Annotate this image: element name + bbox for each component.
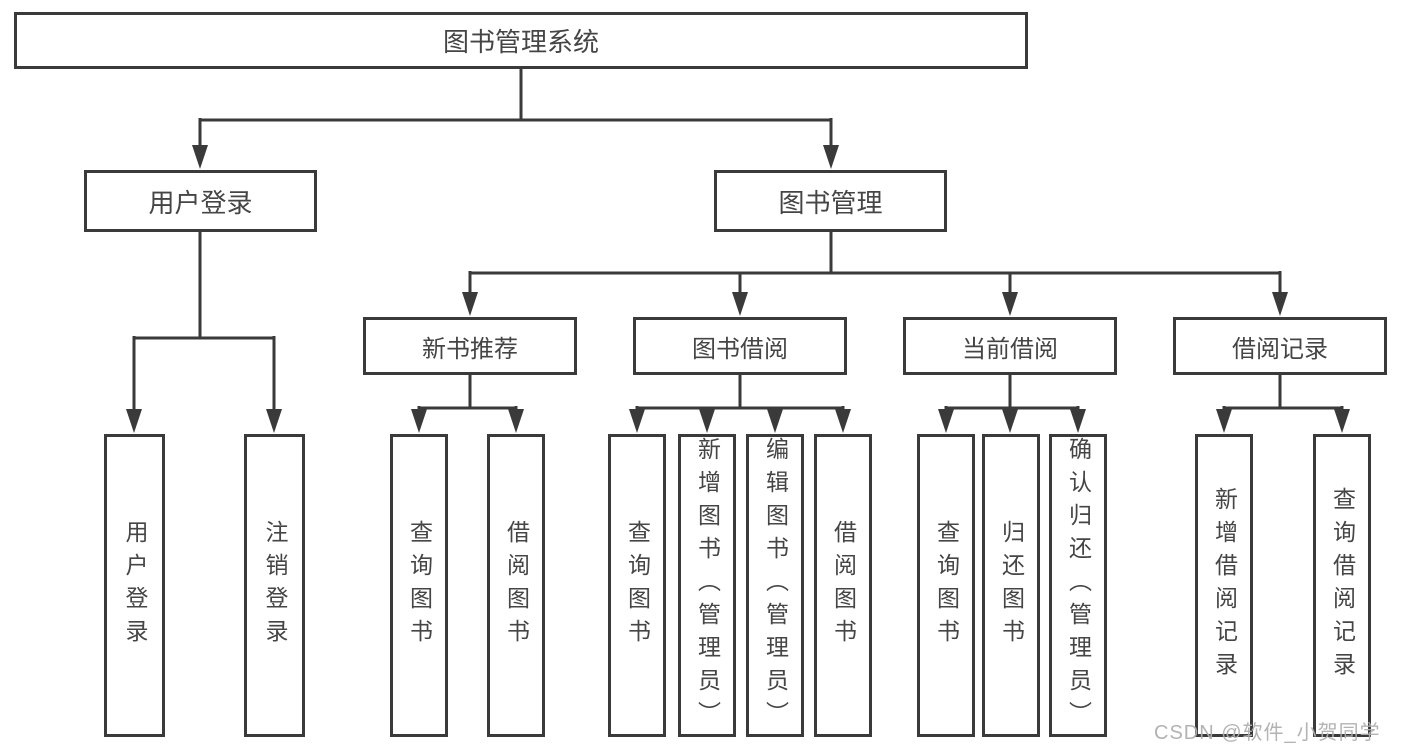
leaf-query-borrow-record: 查询借阅记录 (1313, 434, 1371, 737)
node-label: 图书管理系统 (442, 27, 599, 57)
leaf-label: 注销登录 (262, 519, 288, 652)
node-label: 当前借阅 (962, 335, 1058, 363)
node-label: 用户登录 (148, 187, 253, 218)
leaf-label: 用户登录 (122, 519, 148, 652)
leaf-label: 查询图书 (624, 519, 651, 652)
leaf-label: 新增图书（管理员） (694, 437, 721, 734)
leaf-label: 编辑图书（管理员） (762, 437, 789, 734)
node-book-borrowing: 图书借阅 (633, 317, 847, 375)
leaf-user-login: 用户登录 (104, 434, 165, 737)
leaf-query-books-borrowing: 查询图书 (608, 434, 666, 737)
leaf-label: 借阅图书 (503, 519, 530, 652)
connector-book-management-to-level3 (468, 232, 1282, 293)
node-borrowing-records: 借阅记录 (1173, 317, 1387, 375)
leaf-borrow-books-recommend: 借阅图书 (487, 434, 545, 737)
connector-borrowing-records-to-leaves (1222, 375, 1344, 412)
leaf-label: 归还图书 (998, 519, 1025, 652)
leaf-add-book-admin: 新增图书（管理员） (678, 434, 736, 737)
leaf-edit-book-admin: 编辑图书（管理员） (746, 434, 804, 737)
node-label: 图书管理 (778, 187, 883, 218)
node-book-management: 图书管理 (714, 170, 947, 232)
connector-book-borrowing-to-leaves (635, 375, 845, 412)
leaf-borrow-books-borrowing: 借阅图书 (814, 434, 872, 737)
node-label: 新书推荐 (422, 335, 518, 363)
csdn-watermark: CSDN @软件_小贺同学 (1154, 722, 1381, 744)
leaf-confirm-return-admin: 确认归还（管理员） (1049, 434, 1107, 737)
connector-current-borrowing-to-leaves (944, 375, 1080, 412)
leaf-query-books-recommend: 查询图书 (390, 434, 448, 737)
node-library-management-system: 图书管理系统 (14, 12, 1028, 69)
leaf-return-books: 归还图书 (982, 434, 1040, 737)
leaf-label: 查询图书 (406, 519, 433, 652)
connector-user-login-to-leaves (132, 232, 276, 410)
node-user-login: 用户登录 (84, 170, 317, 232)
leaf-label: 确认归还（管理员） (1065, 437, 1092, 734)
leaf-logout: 注销登录 (244, 434, 305, 737)
node-label: 借阅记录 (1232, 335, 1328, 363)
leaf-label: 查询借阅记录 (1329, 486, 1356, 685)
arrowheads (126, 145, 1350, 433)
leaf-label: 借阅图书 (830, 519, 857, 652)
leaf-label: 新增借阅记录 (1211, 486, 1238, 685)
node-label: 图书借阅 (692, 335, 788, 363)
leaf-query-books-current: 查询图书 (917, 434, 975, 737)
leaf-add-borrow-record: 新增借阅记录 (1195, 434, 1253, 737)
connector-new-book-to-leaves (417, 375, 518, 412)
node-current-borrowing: 当前借阅 (903, 317, 1117, 375)
node-new-book-recommendation: 新书推荐 (363, 317, 577, 375)
leaf-label: 查询图书 (933, 519, 960, 652)
connector-root-to-level2 (198, 69, 833, 146)
